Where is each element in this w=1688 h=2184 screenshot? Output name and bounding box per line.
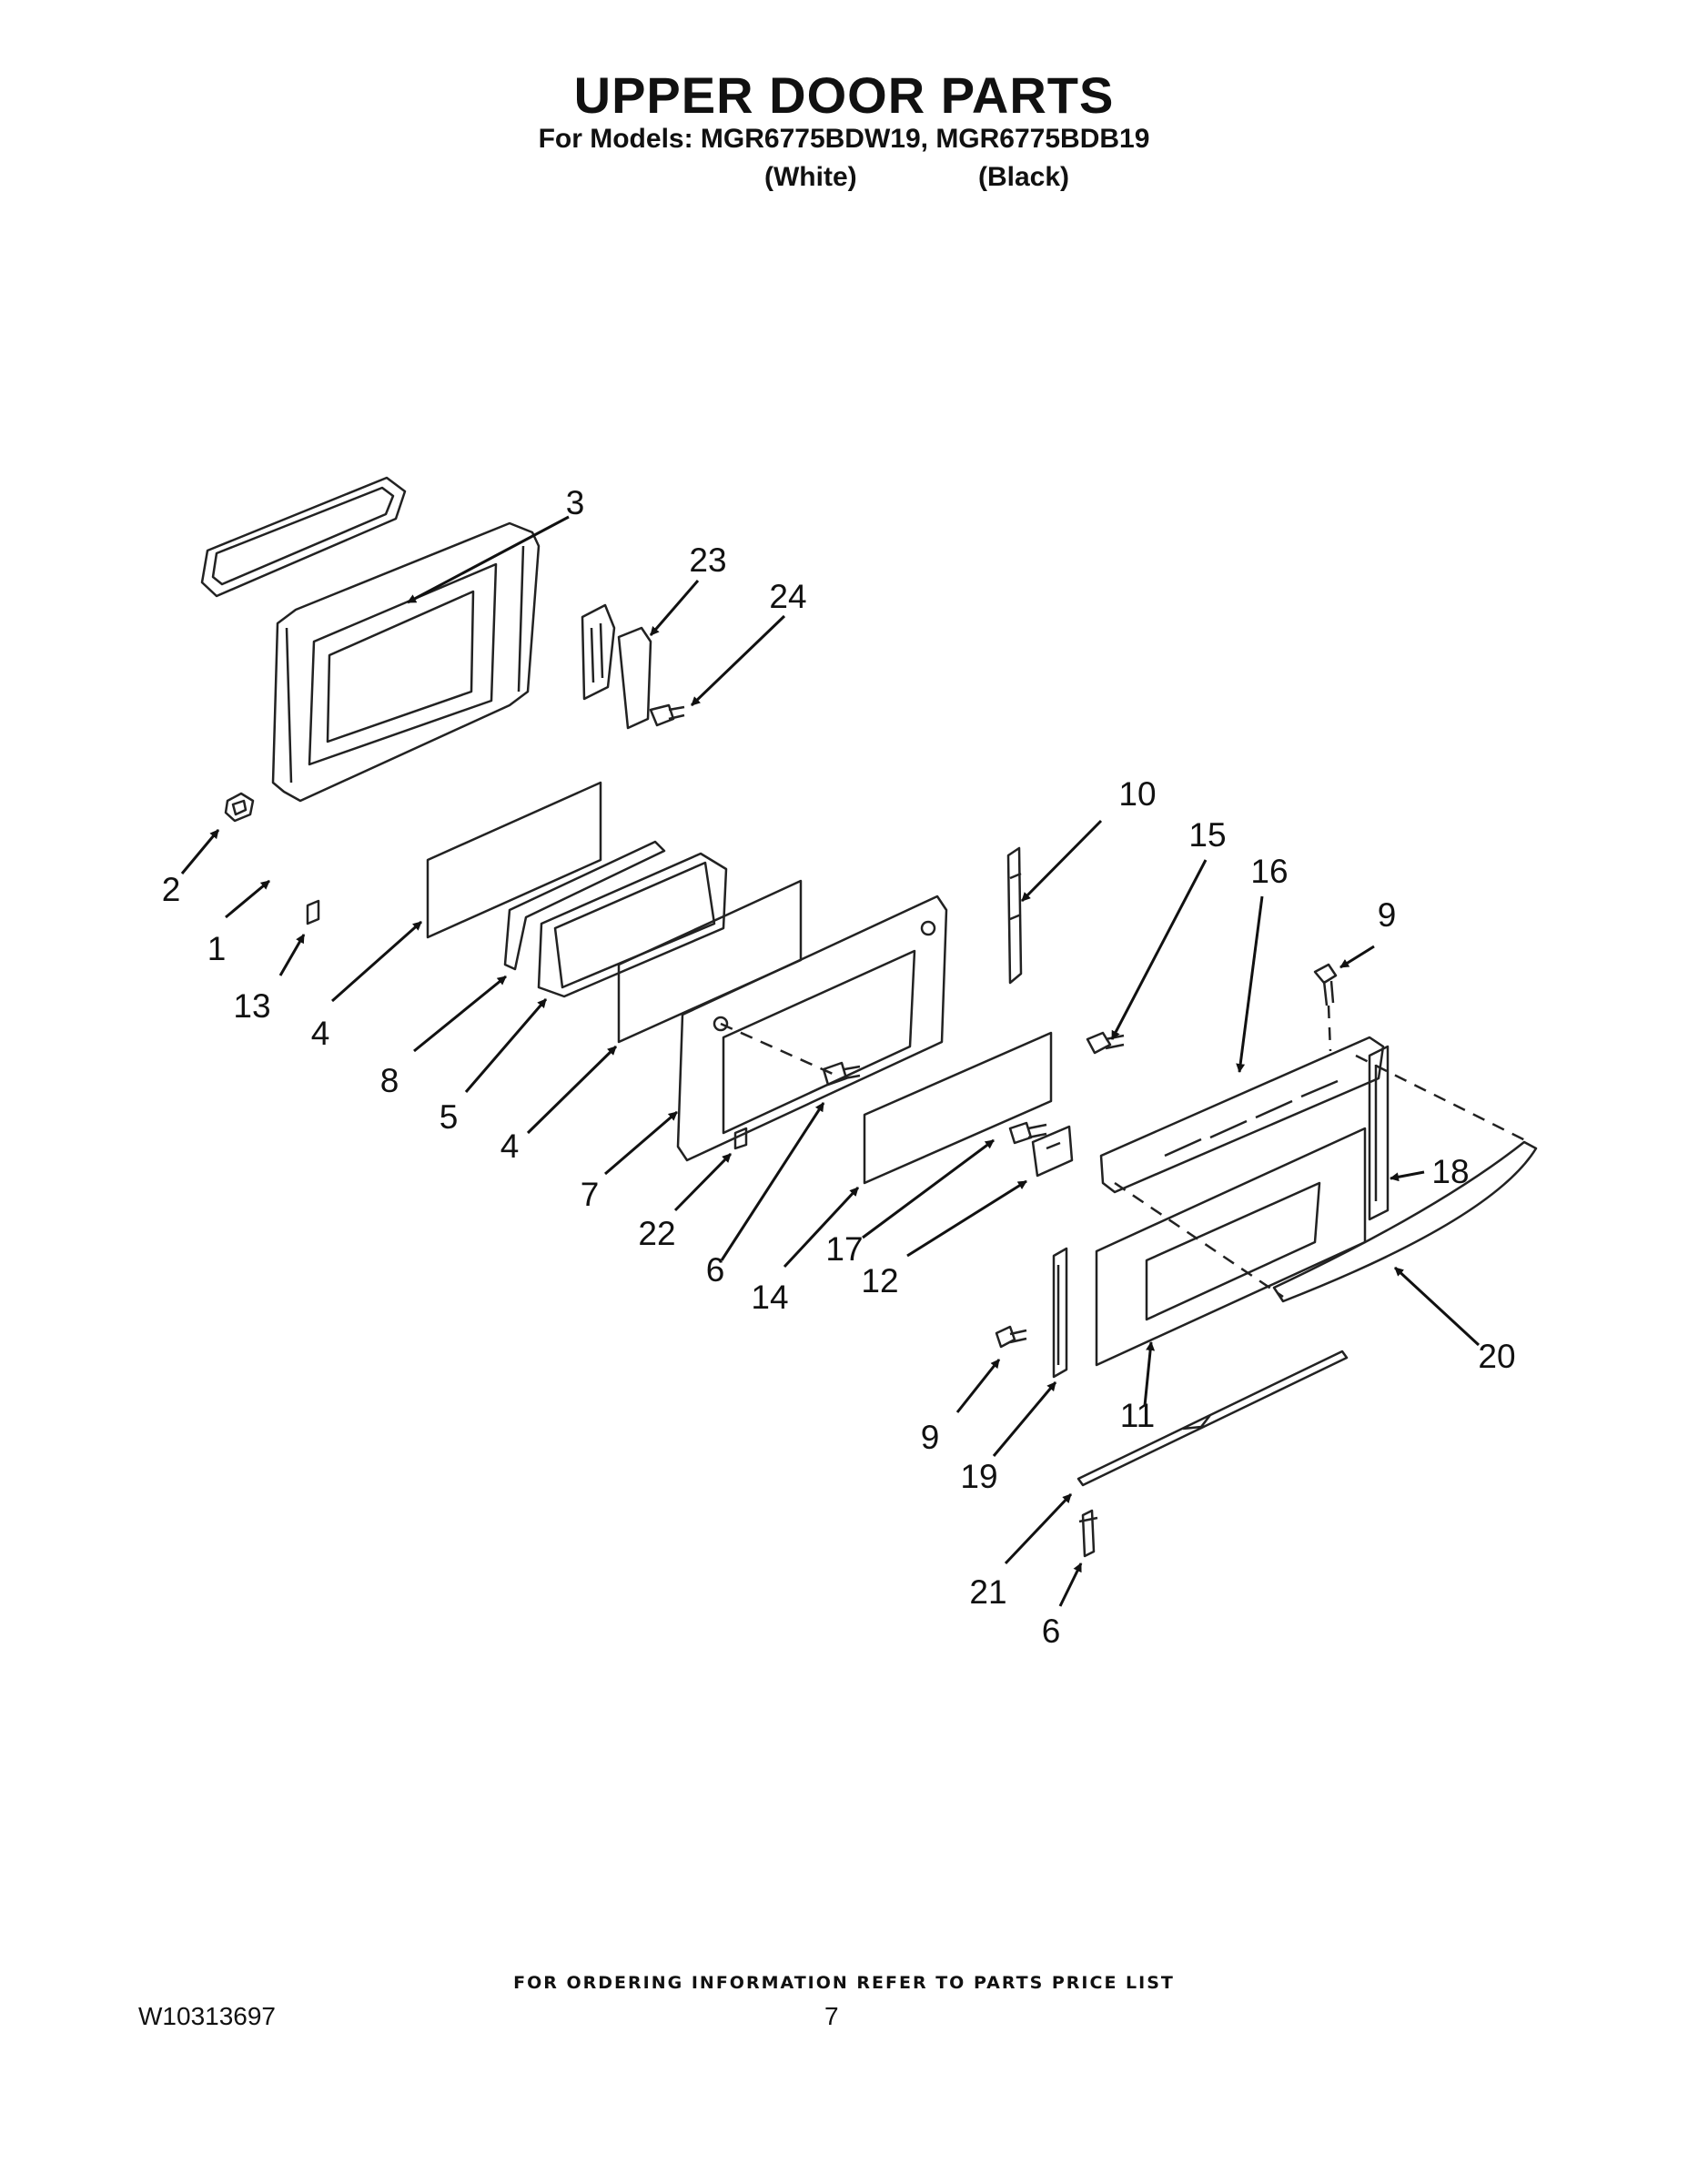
callout-labels: 3 23 24 2 1 13 4 8 5 4 7 22 6 14 17 12 1…: [162, 484, 1516, 1650]
door-gasket-part: [200, 476, 407, 598]
color-black-label: (Black): [978, 162, 1070, 192]
outer-glass-part: [863, 1031, 1053, 1185]
hinge-receptacle-part: [1006, 846, 1023, 985]
callout-23: 23: [689, 541, 726, 579]
callout-1: 1: [207, 930, 227, 967]
screw-9-top-part: [1313, 963, 1338, 1006]
callout-4-upper: 4: [311, 1015, 330, 1052]
door-handle-part: [1272, 1140, 1538, 1303]
callout-18: 18: [1431, 1153, 1469, 1190]
bottom-trim-part: [1076, 1350, 1349, 1487]
model-numbers: For Models: MGR6775BDW19, MGR6775BDB19: [538, 124, 1150, 154]
leader-lines: [180, 515, 1481, 1607]
callout-22: 22: [638, 1215, 675, 1252]
callout-5: 5: [440, 1098, 459, 1136]
inner-door-frame-part: [271, 521, 541, 803]
callout-19: 19: [960, 1458, 997, 1495]
inner-glass-upper-part: [426, 781, 602, 939]
ordering-info-note: FOR ORDERING INFORMATION REFER TO PARTS …: [513, 1973, 1175, 1993]
callout-8: 8: [380, 1062, 399, 1099]
callout-15: 15: [1188, 816, 1226, 854]
page-title: UPPER DOOR PARTS: [573, 66, 1115, 124]
callout-6: 6: [706, 1251, 725, 1289]
callout-3: 3: [566, 484, 585, 521]
vent-trim-part: [1099, 1036, 1385, 1194]
color-white-label: (White): [764, 162, 857, 192]
window-pack-part: [537, 852, 728, 998]
callout-9-top: 9: [1378, 896, 1397, 934]
callout-4-lower: 4: [500, 1127, 520, 1165]
assembly-lines: [720, 1005, 1530, 1299]
callout-11: 11: [1120, 1397, 1155, 1434]
block-part: [733, 1127, 748, 1150]
callout-10: 10: [1118, 775, 1156, 813]
page-number: 7: [824, 2002, 839, 2030]
spacer-part: [306, 899, 320, 925]
screw-6-part: [822, 1061, 861, 1087]
bracket-part: [1031, 1125, 1074, 1178]
callout-9-bottom: 9: [921, 1419, 940, 1456]
screw-part: [649, 703, 685, 727]
side-trim-right-part: [1368, 1045, 1390, 1221]
outer-door-panel-part: [1095, 1127, 1367, 1367]
callout-2: 2: [162, 871, 181, 908]
callout-6-bottom: 6: [1042, 1613, 1061, 1650]
screw-17-part: [1008, 1121, 1047, 1145]
callout-14: 14: [751, 1279, 788, 1316]
callout-16: 16: [1250, 853, 1288, 890]
callout-13: 13: [233, 987, 270, 1025]
insulation-strip-part: [503, 840, 666, 971]
document-number: W10313697: [138, 2002, 277, 2030]
callout-7: 7: [581, 1176, 600, 1213]
callout-12: 12: [861, 1262, 898, 1299]
callout-24: 24: [769, 578, 806, 615]
screw-9-bottom-part: [995, 1325, 1027, 1349]
bumper-part: [224, 792, 255, 823]
callout-20: 20: [1478, 1338, 1515, 1375]
door-liner-panel-part: [676, 895, 948, 1162]
callout-17: 17: [825, 1230, 863, 1268]
screw-6-bottom-part: [1078, 1509, 1098, 1558]
screw-15-part: [1086, 1031, 1125, 1055]
callout-21: 21: [969, 1573, 1006, 1611]
side-trim-left-part: [1052, 1247, 1068, 1379]
hinge-assembly-part: [581, 603, 652, 730]
